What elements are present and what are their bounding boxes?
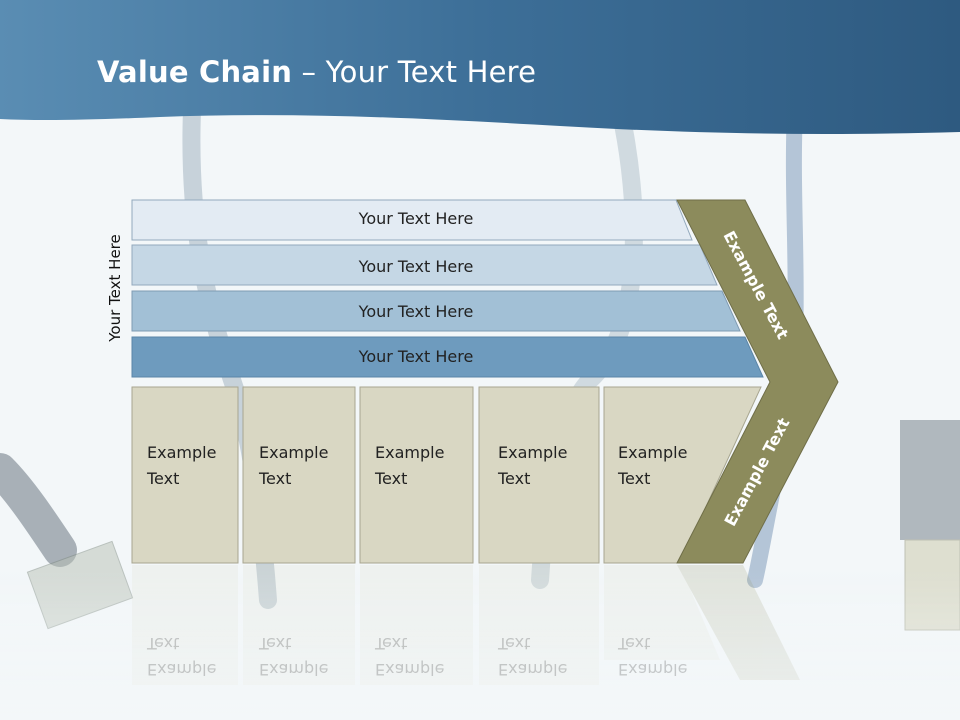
column-shape bbox=[359, 386, 474, 564]
bar-label: Your Text Here bbox=[358, 302, 474, 321]
title-rest: – Your Text Here bbox=[292, 55, 537, 89]
bar-shape bbox=[131, 199, 693, 241]
bar-shape bbox=[131, 290, 741, 332]
bar-shape bbox=[131, 336, 764, 378]
title-bold: Value Chain bbox=[97, 55, 293, 89]
column-shape bbox=[478, 386, 600, 564]
column-shape bbox=[242, 386, 356, 564]
bar-shape bbox=[131, 244, 718, 286]
bar-label: Your Text Here bbox=[358, 209, 474, 228]
bar-label: Your Text Here bbox=[358, 347, 474, 366]
column-shape bbox=[131, 386, 239, 564]
header-band bbox=[0, 0, 960, 134]
side-label-text: Your Text Here bbox=[106, 234, 124, 342]
bar-label: Your Text Here bbox=[358, 257, 474, 276]
chevron-shape bbox=[676, 199, 839, 564]
slide-title: Value Chain – Your Text Here bbox=[97, 55, 536, 89]
